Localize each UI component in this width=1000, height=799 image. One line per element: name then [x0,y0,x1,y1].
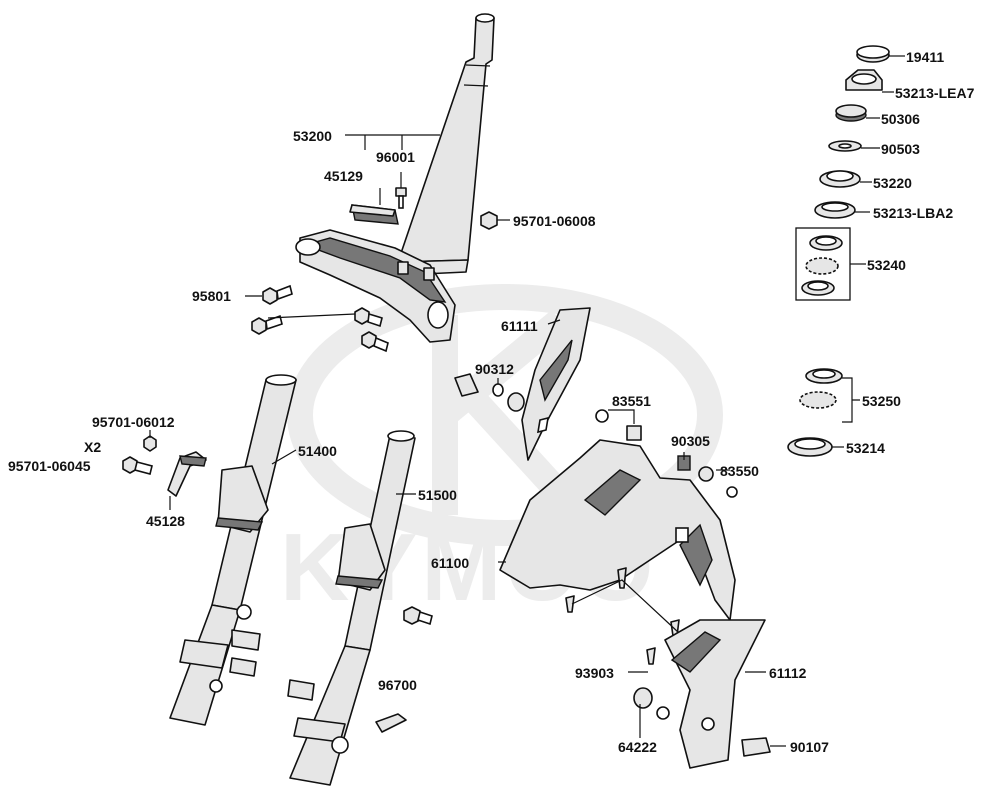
label-53214: 53214 [846,440,885,456]
label-96001: 96001 [376,149,415,165]
part-labels: 19411 53213-LEA7 50306 90503 53220 53213… [8,49,975,755]
label-95701-06045: 95701-06045 [8,458,91,474]
label-90503: 90503 [881,141,920,157]
label-53240: 53240 [867,257,906,273]
label-96700: 96700 [378,677,417,693]
label-x2: X2 [84,439,101,455]
label-93903: 93903 [575,665,614,681]
label-45129: 45129 [324,168,363,184]
label-45128: 45128 [146,513,185,529]
pin-96700 [375,606,433,733]
label-95701-06012: 95701-06012 [92,414,175,430]
part-45129 [349,204,399,225]
label-61111: 61111 [501,318,538,334]
label-51400: 51400 [298,443,337,459]
label-90107: 90107 [790,739,829,755]
label-83550: 83550 [720,463,759,479]
label-61112: 61112 [769,665,807,681]
screws-93903 [565,567,680,665]
steering-stem-53200 [295,13,495,343]
bolt-90107 [741,737,771,757]
fork-tube-51500 [287,430,416,786]
label-95701-06008: 95701-06008 [513,213,596,229]
label-53200: 53200 [293,128,332,144]
label-19411: 19411 [906,49,944,65]
bolts-95701-06012-06045 [122,435,157,475]
grommet-64222 [633,687,670,720]
label-50306: 50306 [881,111,920,127]
label-53220: 53220 [873,175,912,191]
bolt-95701-06008 [480,211,498,230]
bolts-95801 [251,284,389,353]
cover-61112 [664,619,766,769]
label-53250: 53250 [862,393,901,409]
fork-tube-51400 [169,374,297,726]
label-95801: 95801 [192,288,231,304]
label-64222: 64222 [618,739,657,755]
label-51500: 51500 [418,487,457,503]
label-90312: 90312 [475,361,514,377]
bolt-96001 [395,187,407,209]
small-fasteners [454,373,738,498]
label-53213-lba2: 53213-LBA2 [873,205,953,221]
leader-lines [149,55,905,747]
label-90305: 90305 [671,433,710,449]
label-83551: 83551 [612,393,651,409]
cover-61111 [521,307,591,461]
label-53213-lea7: 53213-LEA7 [895,85,975,101]
label-61100: 61100 [431,555,469,571]
bracket-45128 [167,451,207,497]
